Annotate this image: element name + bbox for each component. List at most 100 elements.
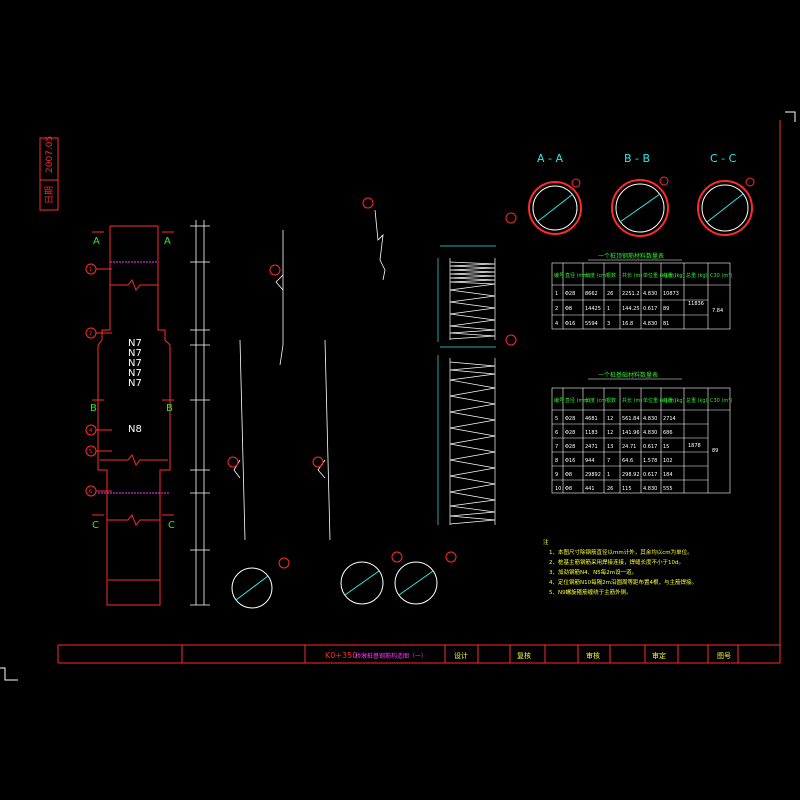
table1-header: 共重 (kg) [663,272,685,279]
reviewer-label: 审核 [586,651,600,660]
table2-cell: Φ8 [565,472,572,478]
table2-cell: 441 [585,486,595,492]
table2-header: 总重 (kg) [686,397,708,404]
rebar-label-n7: N7 [128,348,142,359]
section-mark-b-left: B [90,403,97,414]
table1-header: C30 (m³) [710,273,732,279]
table-pile-foundation-rebar: 一个桩基础材料数量表 编号 直径 (mm) 长度 (cm) 根数 共长 (m) [551,371,732,494]
vertical-dimension-chain [190,220,210,606]
table2-cell: 15 [663,444,669,450]
table2-cell: 64.6 [622,458,633,464]
table1-header: 长度 (cm) [585,272,608,279]
section-mark-b-right: B [166,403,173,414]
table1-cell: 10873 [663,291,679,297]
date-stamp: 2007.05 日期 [39,136,59,211]
table1-cell: 8662 [585,291,598,297]
table2-header: 根数 [606,397,616,404]
table2-header: 共长 (m) [622,397,642,404]
table2-header: C30 (m³) [710,398,732,404]
table1-cell: 89 [663,306,669,312]
table1-cell: 0.617 [643,306,657,312]
table1-header: 根数 [606,272,616,279]
section-mark-a-left: A [93,236,100,247]
title-block: K0+350 桥墩桩基钢筋构造图（一） 设计 复核 审核 审定 图号 [325,651,731,660]
table2-cell: 115 [622,486,632,492]
table1-cell: 14425 [585,306,601,312]
table1-cell: 4 [555,321,558,327]
spiral-stirrup-top [440,245,496,340]
spiral-stirrup-bottom [437,258,496,525]
pier-labels: A A B B C C N7 N7 N7 N7 N7 N8 [90,236,175,531]
section-mark-c-left: C [92,520,99,531]
drawing-name: 桥墩桩基钢筋构造图（一） [355,652,427,660]
rebar-label-n8: N8 [128,424,142,435]
section-title-aa: A - A [537,152,563,165]
table1-cell: 26 [607,291,613,297]
table1-cell: Φ16 [565,321,575,327]
table2-cell: 7 [607,458,610,464]
rebar-label-n7: N7 [128,338,142,349]
table2-cell: 141.96 [622,430,640,436]
section-title-bb: B - B [624,152,650,165]
table2-header: 共重 (kg) [663,397,685,404]
corner-marks [0,111,796,681]
rebar-detail-callouts [227,197,517,468]
table1-cell: 81 [663,321,669,327]
stamp-date: 2007.05 [45,136,55,173]
callout-label: 4 [89,428,92,434]
project-station: K0+350 [325,651,357,660]
rebar-label-n7: N7 [128,358,142,369]
table2-title: 一个桩基础材料数量表 [598,371,658,379]
pier-callouts [85,263,112,497]
table2-cell: 12 [607,430,613,436]
section-title-cc: C - C [710,152,737,165]
drawing-number-label: 图号 [717,652,731,660]
table2-cell: Φ8 [565,486,572,492]
callout-label: 5 [89,449,92,455]
table1-header: 总重 (kg) [686,272,708,279]
table1-cell: Φ28 [565,291,575,297]
table1-cell: 1 [607,306,610,312]
note-line: 3、加劲钢筋N4、N5每2m设一道。 [549,568,637,576]
callout-label: 1 [89,267,92,273]
section-mark-a-right: A [164,236,171,247]
table2-cell: 4.830 [643,430,657,436]
table1-cell: 144.25 [622,306,640,312]
table1-header: 编号 [554,272,564,279]
stamp-label: 日期 [44,186,55,204]
table2-cell: 184 [663,472,673,478]
rebar-label-n7: N7 [128,378,142,389]
callout-label: 6 [89,489,92,495]
table1-cell: Φ8 [565,306,572,312]
callout-label: 2 [89,331,92,337]
table2-cell: Φ28 [565,430,575,436]
table2-header: 编号 [554,397,564,404]
note-line: 2、桩基主筋钢筋采用焊接连接，焊缝长度不小于10d。 [549,558,684,566]
table2-cell: 26 [607,486,613,492]
section-mark-c-right: C [168,520,175,531]
table2-cell: 1183 [585,430,598,436]
table1-cell: 2251.2 [622,291,640,297]
table2-header: 直径 (mm) [565,397,590,404]
table2-cell: 24.71 [622,444,636,450]
checker-label: 复核 [517,651,531,660]
table2-cell: 561.84 [622,416,640,422]
stirrup-ring-details [231,551,457,609]
notes-block: 注 1、本图尺寸除钢筋直径以mm计外，其余均以cm为单位。 2、桩基主筋钢筋采用… [543,538,697,596]
note-line: 1、本图尺寸除钢筋直径以mm计外，其余均以cm为单位。 [549,548,693,556]
table1-cell: 3 [607,321,610,327]
rebar-detail-bars [233,209,386,541]
table2-cell: Φ28 [565,416,575,422]
cross-section-bb: B - B [611,152,669,237]
table1-title: 一个桩顶钢筋材料数量表 [598,252,664,260]
table2-total-weight: 1878 [688,443,701,449]
table1-cell: 2 [555,306,558,312]
table1-cell: 11836 [688,301,704,307]
table2-cell: 7 [555,444,558,450]
table2-cell: 686 [663,430,673,436]
drawing-frame [57,120,781,664]
table2-cell: 4681 [585,416,598,422]
table1-cell: 16.8 [622,321,633,327]
